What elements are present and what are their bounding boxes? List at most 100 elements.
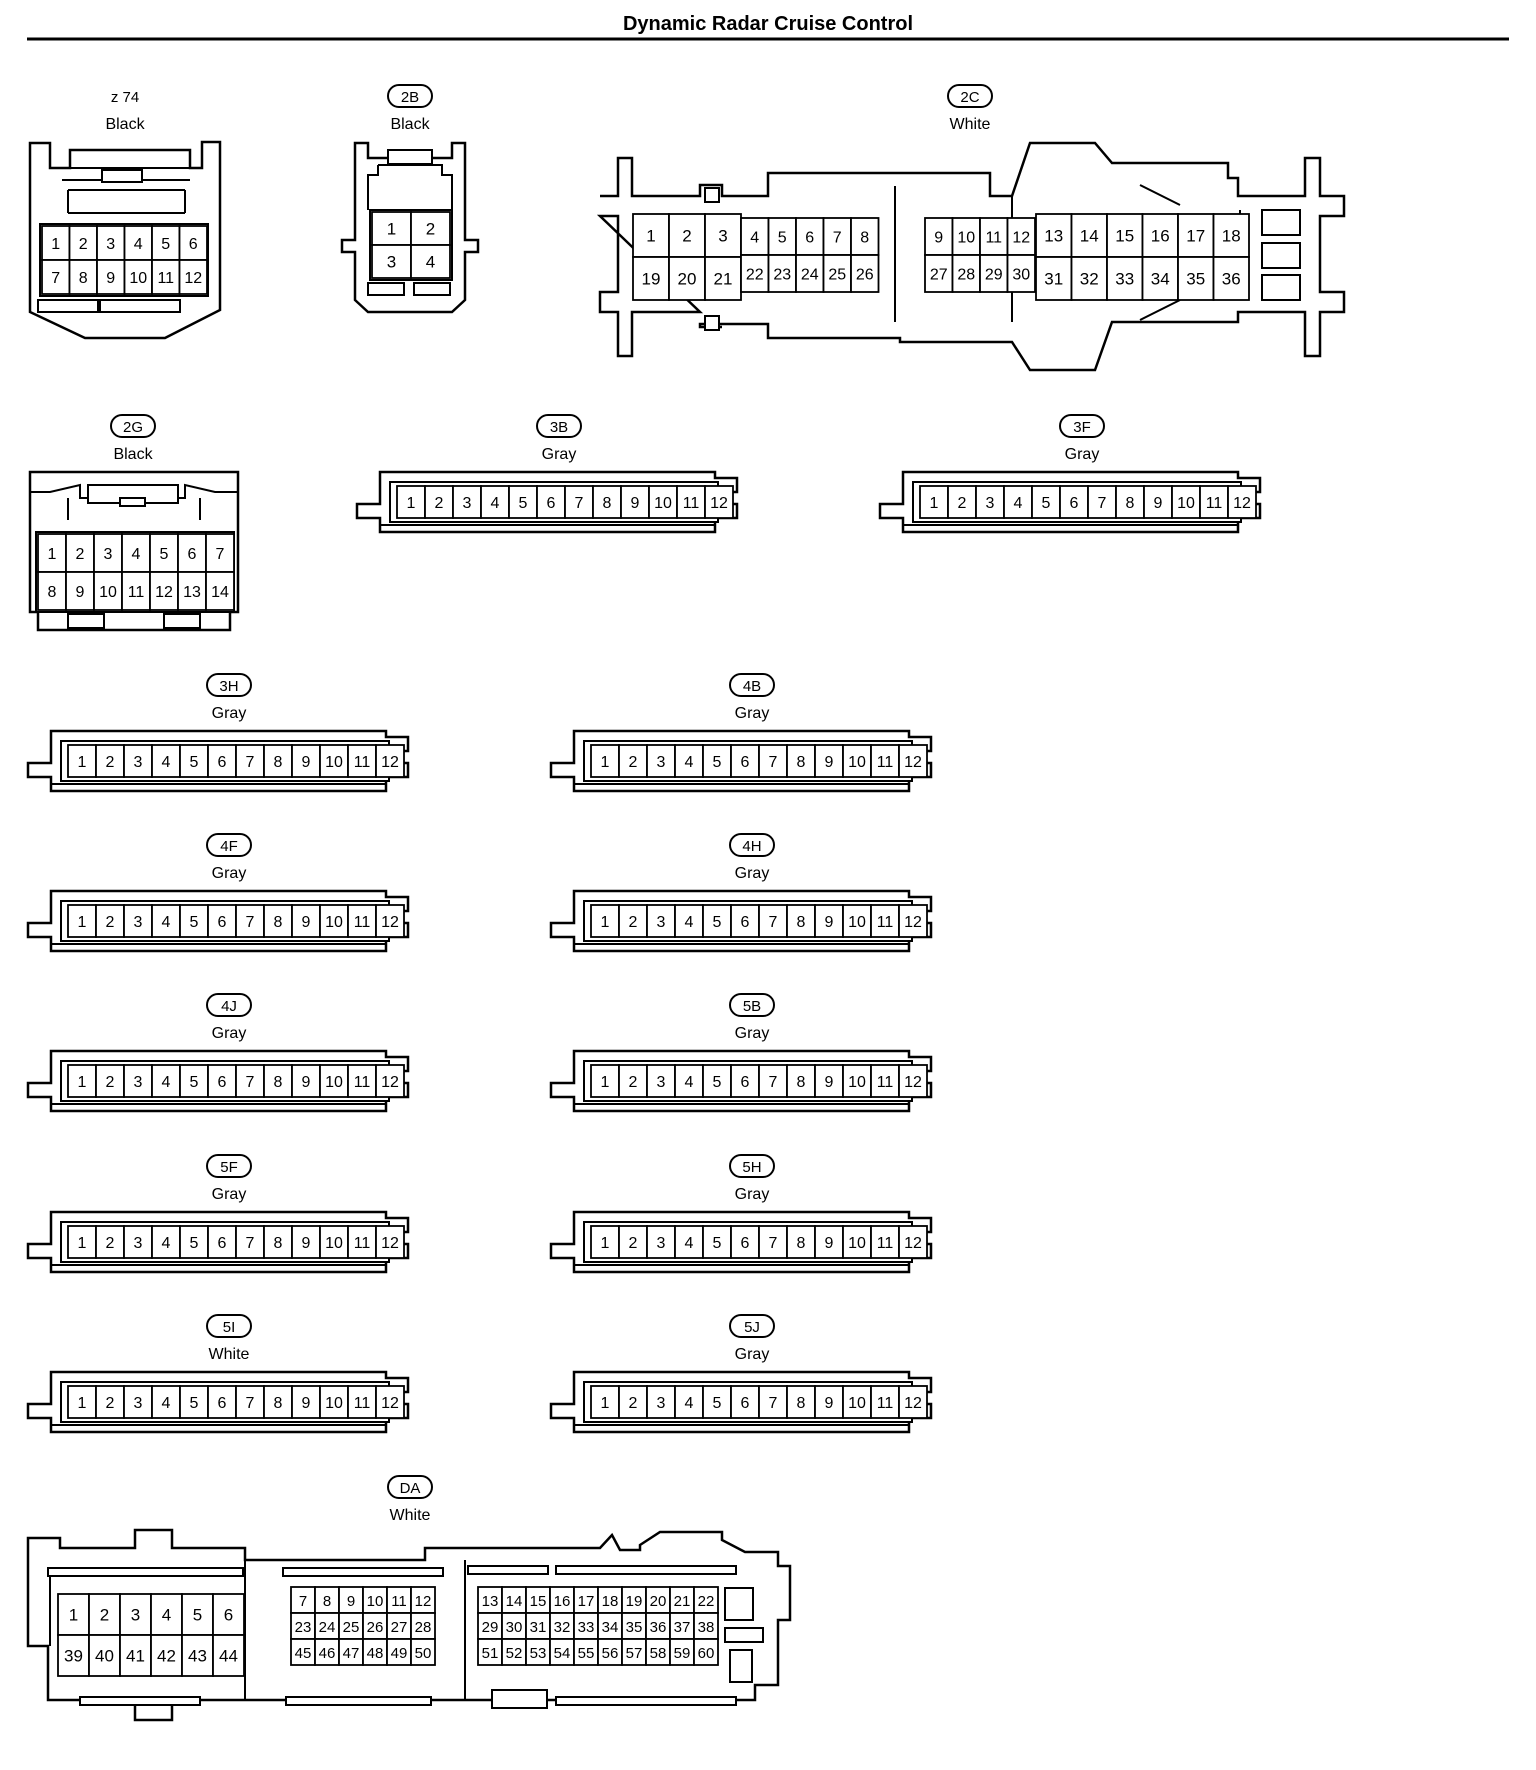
pin-number: 6 (224, 1606, 233, 1625)
pin-number: 10 (325, 1235, 343, 1252)
pin-number: 14 (506, 1593, 523, 1610)
pin-cell (668, 256, 706, 301)
pin-number: 5 (190, 914, 199, 931)
pin-number: 1 (601, 1395, 610, 1412)
pin-number: 6 (218, 1395, 227, 1412)
pin-number: 3 (657, 914, 666, 931)
page-title: Dynamic Radar Cruise Control (623, 13, 913, 35)
pin-cell (674, 1225, 704, 1259)
pin-number: 2 (958, 495, 967, 512)
pin-cell (842, 1385, 872, 1419)
connector-color-label: White (390, 1507, 431, 1524)
pin-number: 8 (274, 1395, 283, 1412)
pin-number: 52 (506, 1645, 523, 1662)
pin-cell (1212, 213, 1250, 258)
connector-id-badge (387, 1475, 433, 1499)
pin-number: 3 (657, 1395, 666, 1412)
pin-cell (181, 1634, 214, 1677)
pin-cell (947, 485, 977, 519)
pin-number: 2 (106, 1235, 115, 1252)
connector-color-label: Gray (735, 865, 770, 882)
pin-number: 9 (302, 1395, 311, 1412)
pin-cell (67, 744, 97, 778)
pin-cell (693, 1638, 719, 1666)
pin-number: 8 (797, 754, 806, 771)
latch (555, 1696, 737, 1706)
connector-id-label: 2C (960, 89, 979, 106)
pin-number: 12 (381, 1395, 399, 1412)
pin-number: 11 (354, 1395, 371, 1412)
pin-number: 50 (415, 1645, 432, 1662)
pin-cell (786, 904, 816, 938)
pin-cell (67, 1064, 97, 1098)
pin-cell (564, 485, 594, 519)
connector-id-label: 4F (220, 838, 238, 855)
pin-cell (319, 744, 349, 778)
pin-number: 56 (602, 1645, 619, 1662)
pin-number: 2 (435, 495, 444, 512)
pin-cell (181, 1593, 214, 1636)
pin-number: 42 (157, 1647, 176, 1666)
pin-cell (95, 1225, 125, 1259)
pin-cell (410, 1586, 436, 1614)
pin-number: 11 (1206, 495, 1223, 512)
pin-number: 2 (76, 546, 85, 563)
pin-number: 13 (1044, 227, 1063, 246)
connector-id-badge (729, 1154, 775, 1178)
pin-cell (319, 1225, 349, 1259)
pin-cell (870, 1225, 900, 1259)
pin-number: 15 (530, 1593, 547, 1610)
pin-number: 25 (343, 1619, 360, 1636)
pin-number: 9 (825, 1074, 834, 1091)
pin-cell (291, 1064, 321, 1098)
latch (1261, 209, 1301, 236)
pin-cell (951, 254, 981, 293)
latch (1261, 274, 1301, 301)
pin-number: 44 (219, 1647, 238, 1666)
pin-number: 28 (415, 1619, 432, 1636)
pin-number: 12 (381, 754, 399, 771)
pin-cell (375, 1225, 405, 1259)
pin-number: 7 (833, 230, 842, 247)
pin-cell (621, 1586, 647, 1614)
pin-number: 8 (797, 914, 806, 931)
latch (704, 187, 720, 203)
pin-cell (338, 1638, 364, 1666)
pin-number: 11 (683, 495, 700, 512)
pin-cell (842, 744, 872, 778)
connector-housing (26, 729, 410, 793)
pin-number: 1 (48, 546, 57, 563)
pin-number: 6 (189, 236, 198, 253)
pin-number: 16 (554, 1593, 571, 1610)
pin-number: 9 (302, 914, 311, 931)
pin-number: 35 (1186, 270, 1205, 289)
pin-number: 12 (904, 1235, 922, 1252)
pin-cell (1006, 254, 1036, 293)
connector-foot (367, 282, 405, 296)
pin-number: 11 (157, 270, 174, 287)
pin-number: 9 (302, 754, 311, 771)
pin-cell (212, 1634, 245, 1677)
pin-cell (347, 1385, 377, 1419)
pin-number: 3 (657, 754, 666, 771)
pin-number: 9 (76, 584, 85, 601)
pin-cell (179, 1064, 209, 1098)
pin-number: 8 (797, 1074, 806, 1091)
pin-number: 6 (218, 1074, 227, 1091)
pin-cell (740, 217, 770, 256)
pin-number: 12 (904, 1395, 922, 1412)
pin-number: 23 (295, 1619, 312, 1636)
pin-cell (1106, 256, 1144, 301)
